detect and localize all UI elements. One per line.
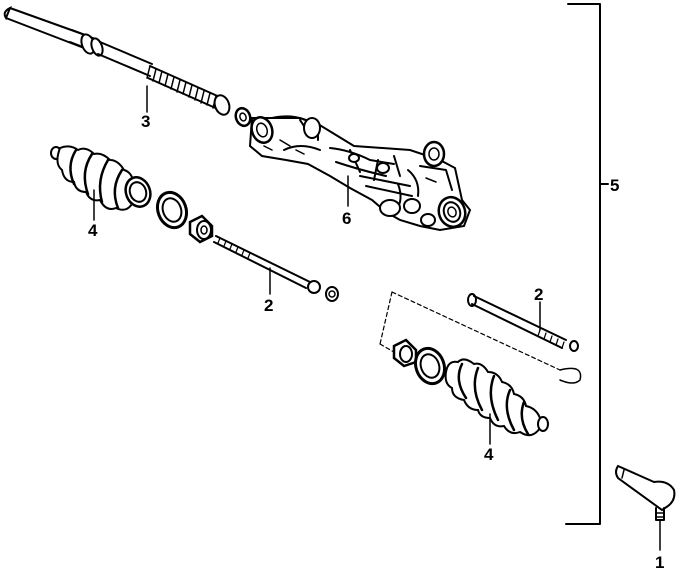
callout-2-right: 2 <box>534 285 543 304</box>
assembly-bracket <box>565 3 609 525</box>
outer-tie-rod-end <box>615 464 676 521</box>
inner-tie-rod-right <box>467 293 579 352</box>
boot-left <box>50 145 152 211</box>
leader-lines <box>93 85 661 551</box>
callout-1: 1 <box>655 553 664 572</box>
callout-2-left: 2 <box>264 296 273 315</box>
rack-shaft <box>3 5 153 77</box>
callout-6: 6 <box>342 209 351 228</box>
callout-4-right: 4 <box>484 445 494 464</box>
callout-3: 3 <box>141 112 150 131</box>
callout-4-left: 4 <box>88 221 98 240</box>
rack-serrated-section <box>146 65 252 128</box>
boot-right <box>444 358 549 437</box>
callout-5: 5 <box>610 176 619 195</box>
inner-tie-rod-left <box>213 235 339 302</box>
steering-gear-housing <box>248 115 472 232</box>
boot-clamp-left <box>155 190 189 230</box>
bushing-right <box>392 338 418 368</box>
bushing-left <box>188 214 214 244</box>
boot-clamp-right <box>413 346 447 386</box>
